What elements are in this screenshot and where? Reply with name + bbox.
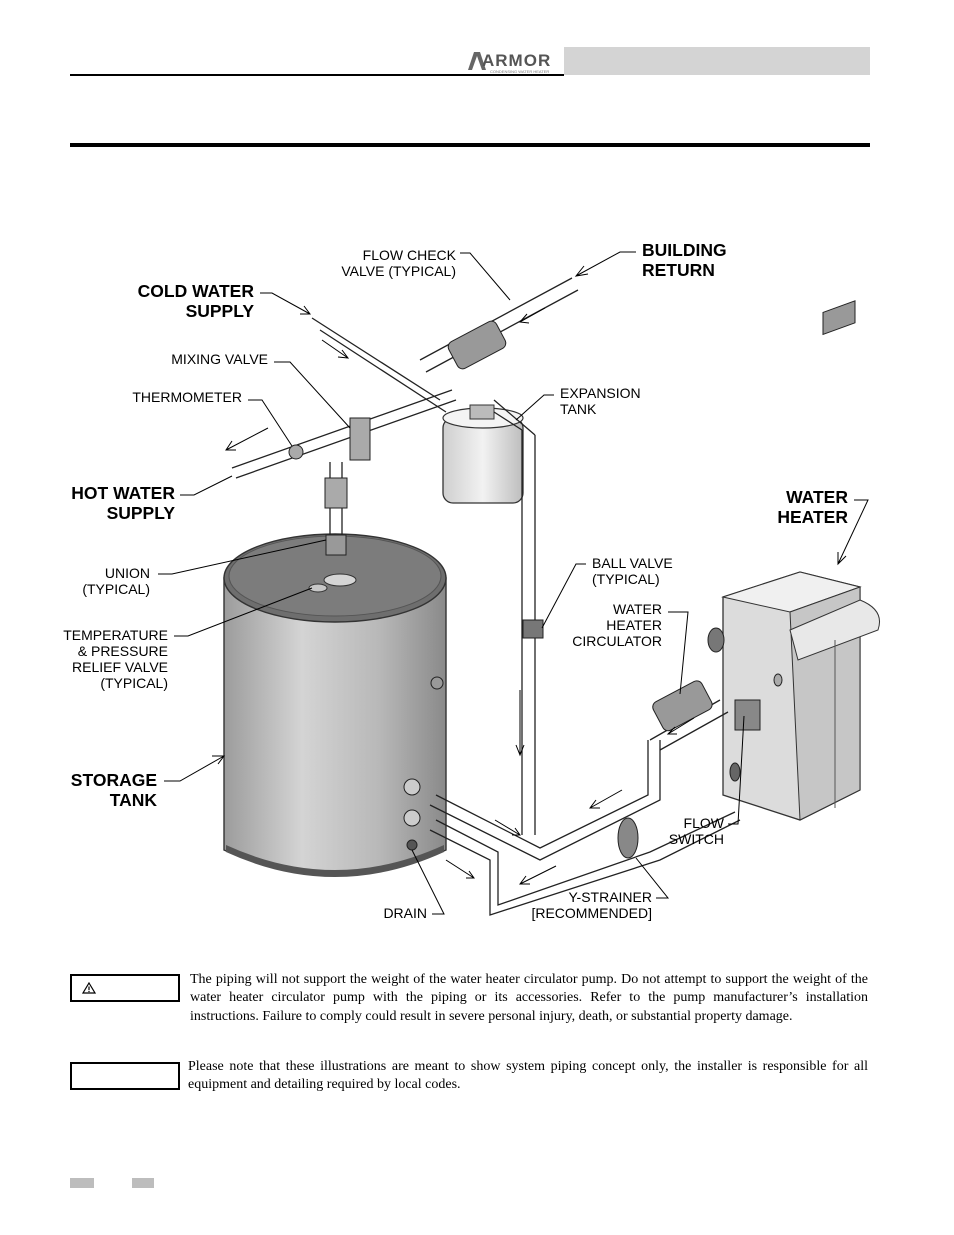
label-cold-water-line1: COLD WATER <box>138 281 255 301</box>
label-water-heater-line1: WATER <box>786 487 848 507</box>
storage-tank <box>223 533 447 877</box>
piping-network <box>231 277 761 916</box>
warning-box <box>70 974 180 1002</box>
label-flow-switch-line2: SWITCH <box>669 831 724 847</box>
label-expansion-tank: EXPANSION TANK <box>515 385 641 421</box>
label-building-return-line1: BUILDING <box>642 240 727 260</box>
logo-word: ARMOR <box>482 51 551 70</box>
notice-box <box>70 1062 180 1090</box>
label-mixing-valve: MIXING VALVE <box>171 351 351 429</box>
notice-text: Please note that these illustrations are… <box>188 1059 868 1093</box>
label-flow-check-line1: FLOW CHECK <box>363 247 457 263</box>
label-tp-line4: (TYPICAL) <box>100 675 168 691</box>
label-expansion-line2: TANK <box>560 401 597 417</box>
label-mixing-valve-text: MIXING VALVE <box>171 351 268 367</box>
label-y-strainer-line1: Y-STRAINER <box>568 889 652 905</box>
label-flow-switch: FLOW SWITCH <box>669 715 745 847</box>
label-y-strainer-line2: [RECOMMENDED] <box>531 905 652 921</box>
label-drain-text: DRAIN <box>383 905 427 921</box>
warning-triangle-icon <box>82 982 96 994</box>
label-expansion-line1: EXPANSION <box>560 385 641 401</box>
label-water-heater-line2: HEATER <box>777 507 848 527</box>
label-ball-valve-line2: (TYPICAL) <box>592 571 660 587</box>
expansion-tank <box>442 404 524 504</box>
label-hot-water-line1: HOT WATER <box>71 483 175 503</box>
label-tp-line3: RELIEF VALVE <box>72 659 168 675</box>
label-whc-line1: WATER <box>613 601 662 617</box>
label-flow-switch-line1: FLOW <box>684 815 725 831</box>
footer-tab-left <box>70 1178 94 1188</box>
label-whc-line3: CIRCULATOR <box>572 633 662 649</box>
label-tp-line1: TEMPERATURE <box>63 627 168 643</box>
label-drain: DRAIN <box>383 849 445 921</box>
label-ball-valve: BALL VALVE (TYPICAL) <box>541 555 673 629</box>
flow-arrows <box>225 307 695 885</box>
label-y-strainer: Y-STRAINER [RECOMMENDED] <box>531 857 670 921</box>
label-building-return-line2: RETURN <box>642 260 715 280</box>
label-union-line1: UNION <box>105 565 150 581</box>
label-cold-water-line2: SUPPLY <box>186 301 255 321</box>
water-heater-unit <box>707 300 880 821</box>
label-thermometer-text: THERMOMETER <box>132 389 242 405</box>
footer-tab-right <box>132 1178 154 1188</box>
header-rule <box>70 74 564 76</box>
label-thermometer: THERMOMETER <box>132 389 293 447</box>
title-rule <box>70 143 870 147</box>
label-ball-valve-line1: BALL VALVE <box>592 555 673 571</box>
label-tp-relief-valve: TEMPERATURE & PRESSURE RELIEF VALVE (TYP… <box>63 587 313 691</box>
label-tp-line2: & PRESSURE <box>78 643 168 659</box>
label-storage-line2: TANK <box>110 790 158 810</box>
label-water-heater-circulator: WATER HEATER CIRCULATOR <box>572 601 689 695</box>
logo-tagline: CONDENSING WATER HEATER <box>490 69 549 74</box>
armor-logo: ARMOR CONDENSING WATER HEATER <box>468 51 551 74</box>
header-band <box>564 47 870 75</box>
label-water-heater: WATER HEATER <box>777 487 869 566</box>
label-union: UNION (TYPICAL) <box>82 539 327 597</box>
warning-text: The piping will not support the weight o… <box>190 972 868 1024</box>
label-cold-water-supply: COLD WATER SUPPLY <box>138 281 311 321</box>
label-whc-line2: HEATER <box>606 617 662 633</box>
label-building-return: BUILDING RETURN <box>574 240 727 280</box>
label-hot-water-line2: SUPPLY <box>107 503 176 523</box>
label-flow-check-line2: VALVE (TYPICAL) <box>341 263 456 279</box>
label-storage-tank: STORAGE TANK <box>71 755 225 810</box>
label-hot-water-supply: HOT WATER SUPPLY <box>71 475 233 523</box>
label-flow-check-valve: FLOW CHECK VALVE (TYPICAL) <box>341 247 511 301</box>
label-storage-line1: STORAGE <box>71 770 157 790</box>
label-union-line2: (TYPICAL) <box>82 581 150 597</box>
